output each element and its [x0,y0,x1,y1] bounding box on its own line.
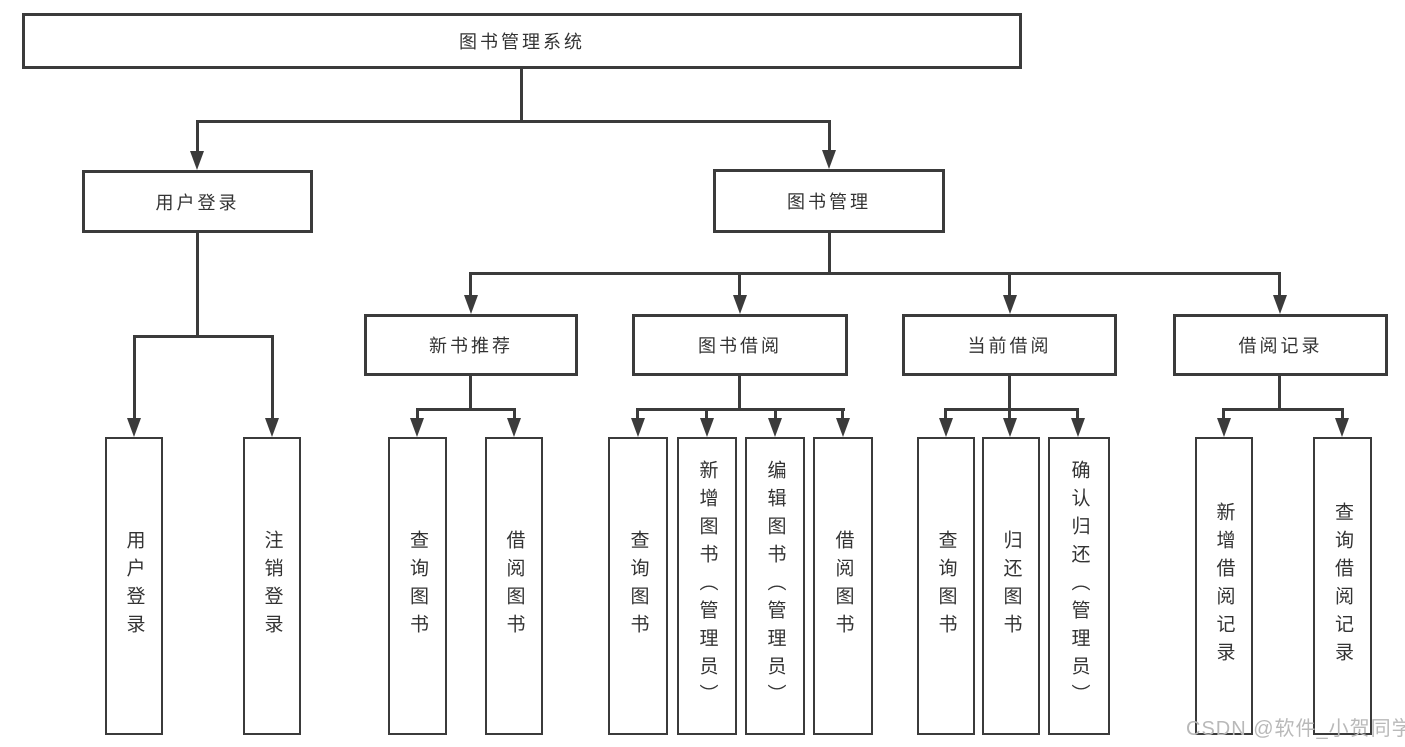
connector-stem [513,408,516,420]
leaf-user-login: 用户登录 [105,437,163,735]
connector-stem [944,408,947,420]
arrow-down-icon [1335,418,1349,437]
leaf-query-books-current: 查询图书 [917,437,975,735]
connector-stem [271,335,274,418]
connector-current-split [945,408,1079,411]
arrow-down-icon [631,418,645,437]
connector-stem [416,408,419,420]
leaf-logout: 注销登录 [243,437,301,735]
connector-current-drop [1008,376,1011,410]
connector-stem [133,335,136,418]
csdn-watermark: CSDN @软件_小贺同学 [1186,718,1405,740]
connector-stem [1008,408,1011,420]
node-new-book-recommendation: 新书推荐 [364,314,578,376]
arrow-down-icon [1217,418,1231,437]
arrow-down-icon [836,418,850,437]
connector-user-login-stem [196,120,199,153]
leaf-add-borrow-record: 新增借阅记录 [1195,437,1253,735]
arrow-down-icon [1003,295,1017,314]
connector-stem [774,408,777,420]
connector-records-split [1223,408,1344,411]
connector-stem [636,408,639,420]
connector-stem [1008,272,1011,296]
leaf-borrow-books: 借阅图书 [813,437,873,735]
leaf-edit-books-admin: 编辑图书（管理员） [745,437,805,735]
connector-recommend-split [416,408,516,411]
arrow-down-icon [190,151,204,170]
arrow-down-icon [700,418,714,437]
connector-user-split [133,335,274,338]
connector-stem [738,272,741,296]
node-library-management-system: 图书管理系统 [22,13,1022,69]
node-book-management: 图书管理 [713,169,945,233]
node-borrowing-records: 借阅记录 [1173,314,1388,376]
connector-level1-split [197,120,831,123]
connector-book-mgmt-drop [828,233,831,275]
leaf-return-books: 归还图书 [982,437,1040,735]
arrow-down-icon [768,418,782,437]
arrow-down-icon [822,150,836,169]
arrow-down-icon [507,418,521,437]
connector-borrow-split [637,408,845,411]
connector-level2-split [470,272,1281,275]
leaf-confirm-return-admin: 确认归还（管理员） [1048,437,1110,735]
connector-user-login-drop [196,233,199,337]
connector-stem [841,408,844,420]
arrow-down-icon [1003,418,1017,437]
connector-stem [1341,408,1344,420]
connector-borrow-drop [738,376,741,410]
leaf-query-books-borrow: 查询图书 [608,437,668,735]
arrow-down-icon [265,418,279,437]
connector-records-drop [1278,376,1281,410]
connector-stem [1222,408,1225,420]
connector-stem [705,408,708,420]
arrow-down-icon [410,418,424,437]
arrow-down-icon [1273,295,1287,314]
node-user-login: 用户登录 [82,170,313,233]
leaf-query-borrow-record: 查询借阅记录 [1313,437,1372,735]
connector-stem [1278,272,1281,296]
arrow-down-icon [127,418,141,437]
leaf-add-books-admin: 新增图书（管理员） [677,437,737,735]
connector-root-stem [520,68,523,120]
connector-stem [1076,408,1079,420]
connector-stem [469,272,472,296]
node-book-borrowing: 图书借阅 [632,314,848,376]
connector-recommend-drop [469,376,472,410]
arrow-down-icon [733,295,747,314]
arrow-down-icon [464,295,478,314]
arrow-down-icon [1071,418,1085,437]
node-current-borrowing: 当前借阅 [902,314,1117,376]
connector-book-mgmt-stem [828,120,831,152]
arrow-down-icon [939,418,953,437]
leaf-query-books-recommend: 查询图书 [388,437,447,735]
leaf-borrow-books-recommend: 借阅图书 [485,437,543,735]
